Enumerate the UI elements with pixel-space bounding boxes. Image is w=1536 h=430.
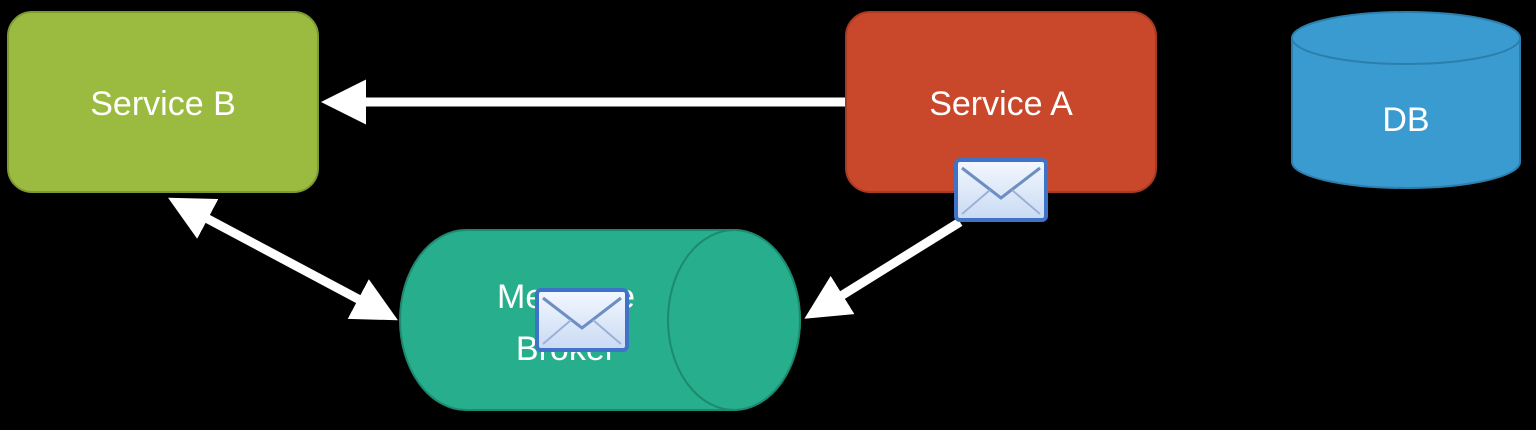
service-b-box: [7, 11, 319, 193]
edge-service-b-broker-bidirectional: [168, 197, 398, 321]
broker-cylinder-end: [667, 229, 801, 411]
service-a-label: Service A: [929, 85, 1073, 123]
db-label: DB: [1382, 101, 1429, 139]
service-b-label: Service B: [90, 85, 236, 123]
envelope-icon: [954, 158, 1048, 222]
envelope-icon: [535, 288, 629, 352]
service-b-node: Service B: [7, 11, 319, 193]
service-a-node: Service A: [845, 11, 1157, 193]
edge-service-a-to-broker: [804, 218, 963, 319]
db-cylinder-top: [1291, 11, 1521, 65]
db-cylinder-body: [1291, 38, 1521, 189]
db-node: DB: [1291, 11, 1521, 189]
